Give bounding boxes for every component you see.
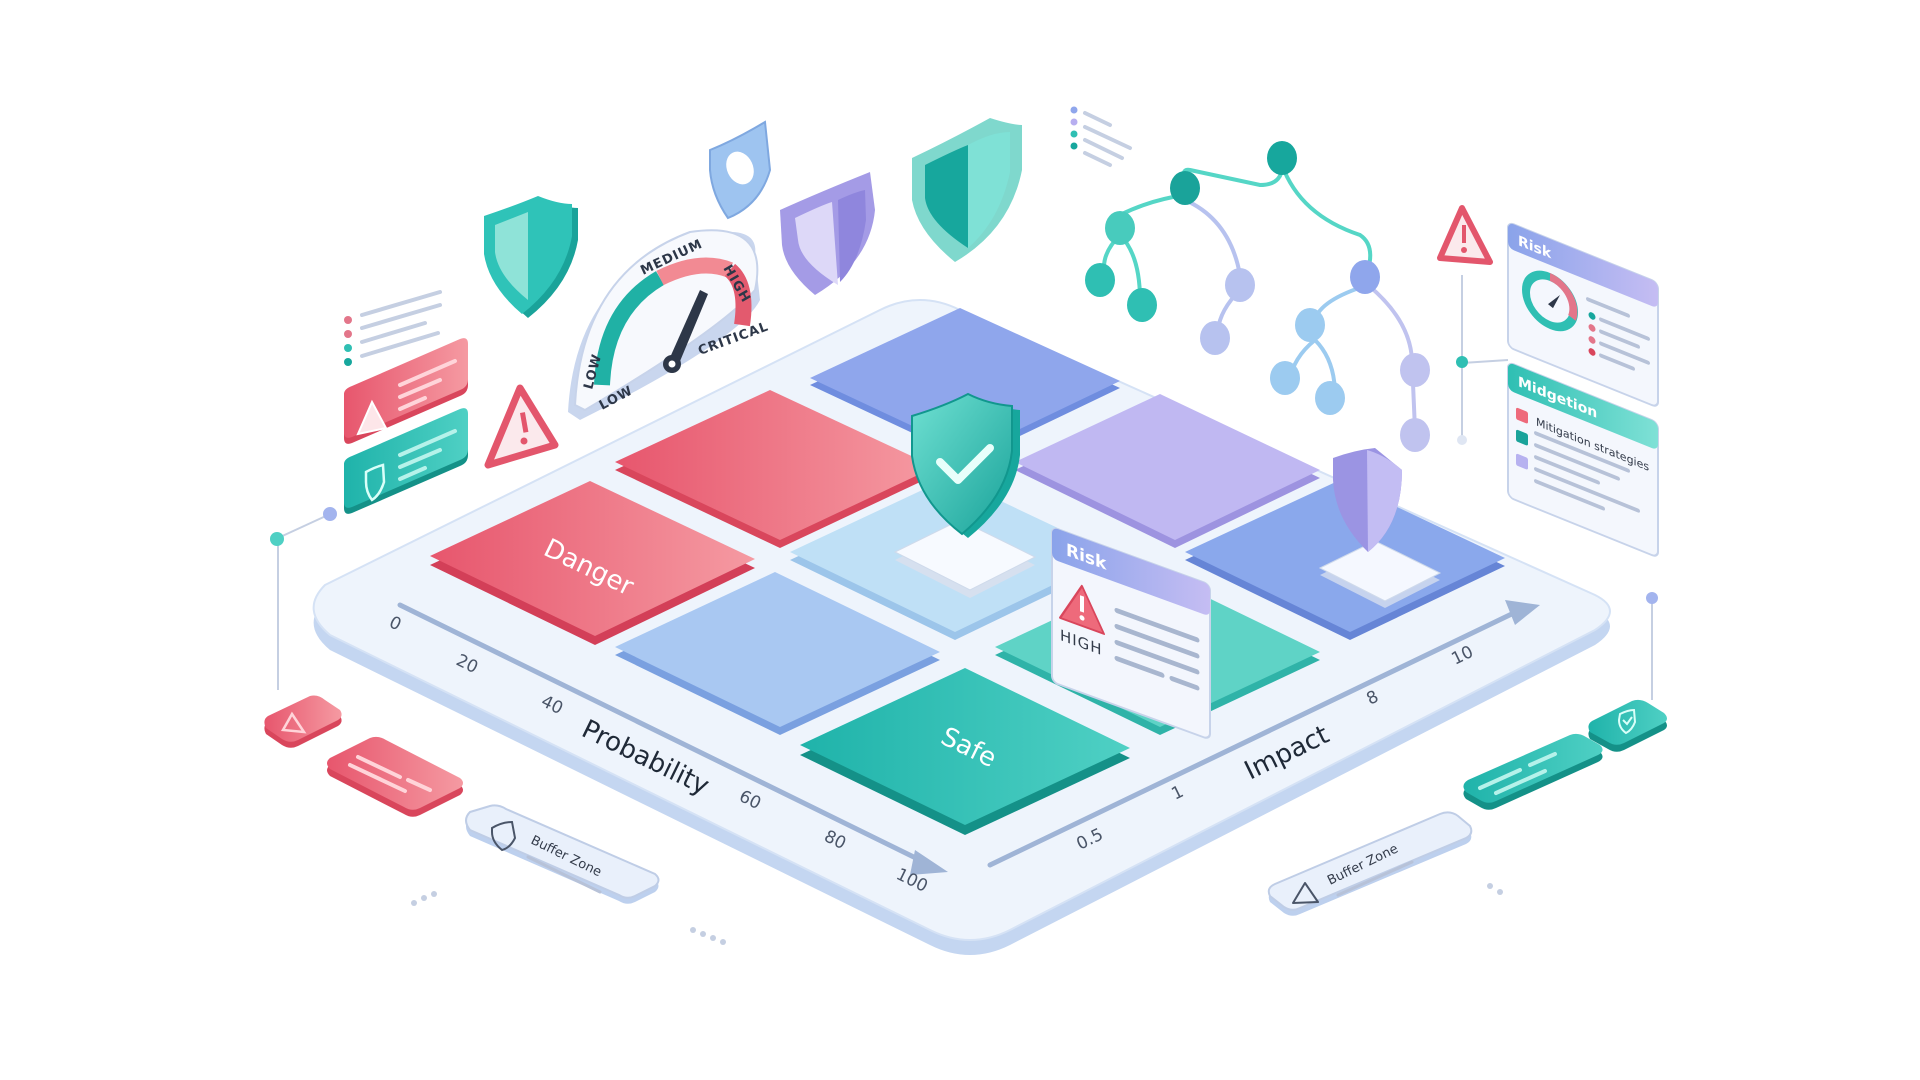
check-shield-icon <box>1617 708 1637 735</box>
tile-medium-purple[interactable] <box>1015 394 1320 548</box>
decorative-dots <box>411 883 1503 945</box>
warning-icon <box>1059 584 1105 635</box>
purple-shield-icon-top <box>780 172 875 295</box>
donut-gauge-icon <box>1522 270 1578 332</box>
tile-safe[interactable]: Safe <box>800 668 1130 835</box>
large-teal-shield-icon <box>912 118 1022 262</box>
warning-triangle-large <box>484 384 559 469</box>
left-legend <box>344 290 442 366</box>
buffer-zone-right[interactable]: Buffer Zone <box>1267 811 1473 916</box>
tree-nodes <box>1085 141 1430 452</box>
safe-chip-small[interactable] <box>1588 699 1667 752</box>
tile-high-risk[interactable] <box>615 390 935 548</box>
check-shield-icon <box>911 392 1020 538</box>
pedestal-check-shield <box>893 392 1037 598</box>
connector-right <box>1456 275 1658 700</box>
tree-legend <box>1070 106 1132 167</box>
tile-top[interactable] <box>810 308 1120 460</box>
gauge-needle <box>663 290 708 373</box>
risk-panel-right[interactable]: Risk <box>1507 222 1659 408</box>
shield-icon <box>491 820 517 852</box>
shield-icon <box>364 463 386 502</box>
tile-lower-blue[interactable] <box>615 572 940 735</box>
alert-chip-small[interactable] <box>264 695 342 748</box>
warning-icon <box>280 711 307 734</box>
warning-icon <box>356 399 388 436</box>
warning-icon <box>1292 882 1319 904</box>
protection-card-teal[interactable] <box>344 408 468 514</box>
purple-shield-icon <box>1333 448 1402 552</box>
safe-chip-wide[interactable] <box>1463 733 1603 810</box>
warning-triangle-right <box>1437 205 1493 265</box>
teal-shield-icon <box>484 196 578 318</box>
alert-card-red[interactable] <box>344 338 468 444</box>
buffer-zone-left[interactable]: Buffer Zone <box>465 804 660 904</box>
risk-card-center[interactable]: Risk HIGH <box>1051 527 1211 740</box>
pedestal-purple-shield <box>1318 448 1442 608</box>
alert-chip-wide[interactable] <box>327 736 463 817</box>
connector-left <box>270 507 337 690</box>
tile-danger[interactable]: Danger <box>430 481 755 645</box>
blue-ring-shield-icon <box>709 120 772 220</box>
